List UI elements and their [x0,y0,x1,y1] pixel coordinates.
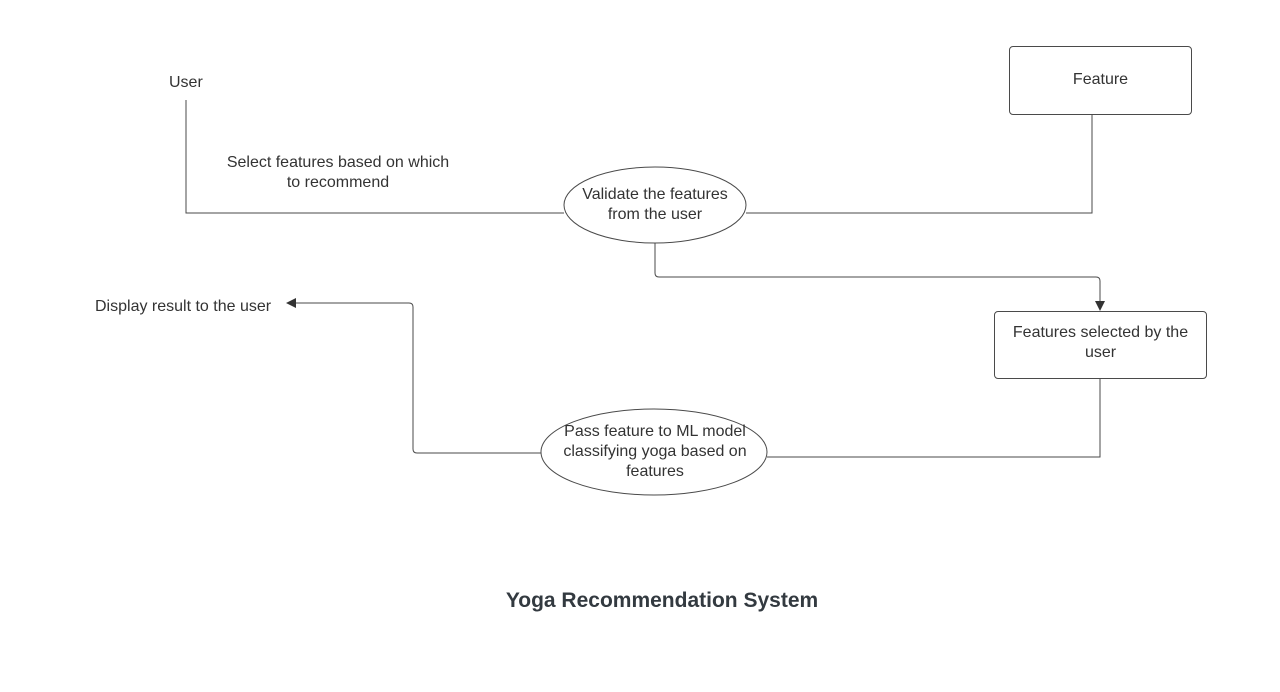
display-result-label: Display result to the user [95,298,272,315]
connector-user-to-validate [185,100,564,214]
select-features-edge-label: Select features based on which to recomm… [226,154,450,191]
diagram-title: Yoga Recommendation System [505,589,819,612]
pass-feature-process-label: Pass feature to ML model classifying yog… [563,423,747,480]
feature-box: Feature [1009,46,1192,115]
pass-feature-process-ellipse [540,408,768,496]
connector-features-selected-to-pass-feature [767,379,1101,458]
user-label: User [169,74,203,91]
connector-validate-to-features-selected [654,243,1105,311]
features-selected-label: Features selected by the user [1012,324,1189,361]
connector-feature-to-validate [746,115,1093,214]
validate-process-ellipse [563,166,747,244]
features-selected-box: Features selected by the user [994,311,1207,379]
connector-pass-feature-to-display [286,298,541,454]
validate-process-label: Validate the features from the user [582,186,728,223]
feature-box-label: Feature [1072,71,1129,88]
